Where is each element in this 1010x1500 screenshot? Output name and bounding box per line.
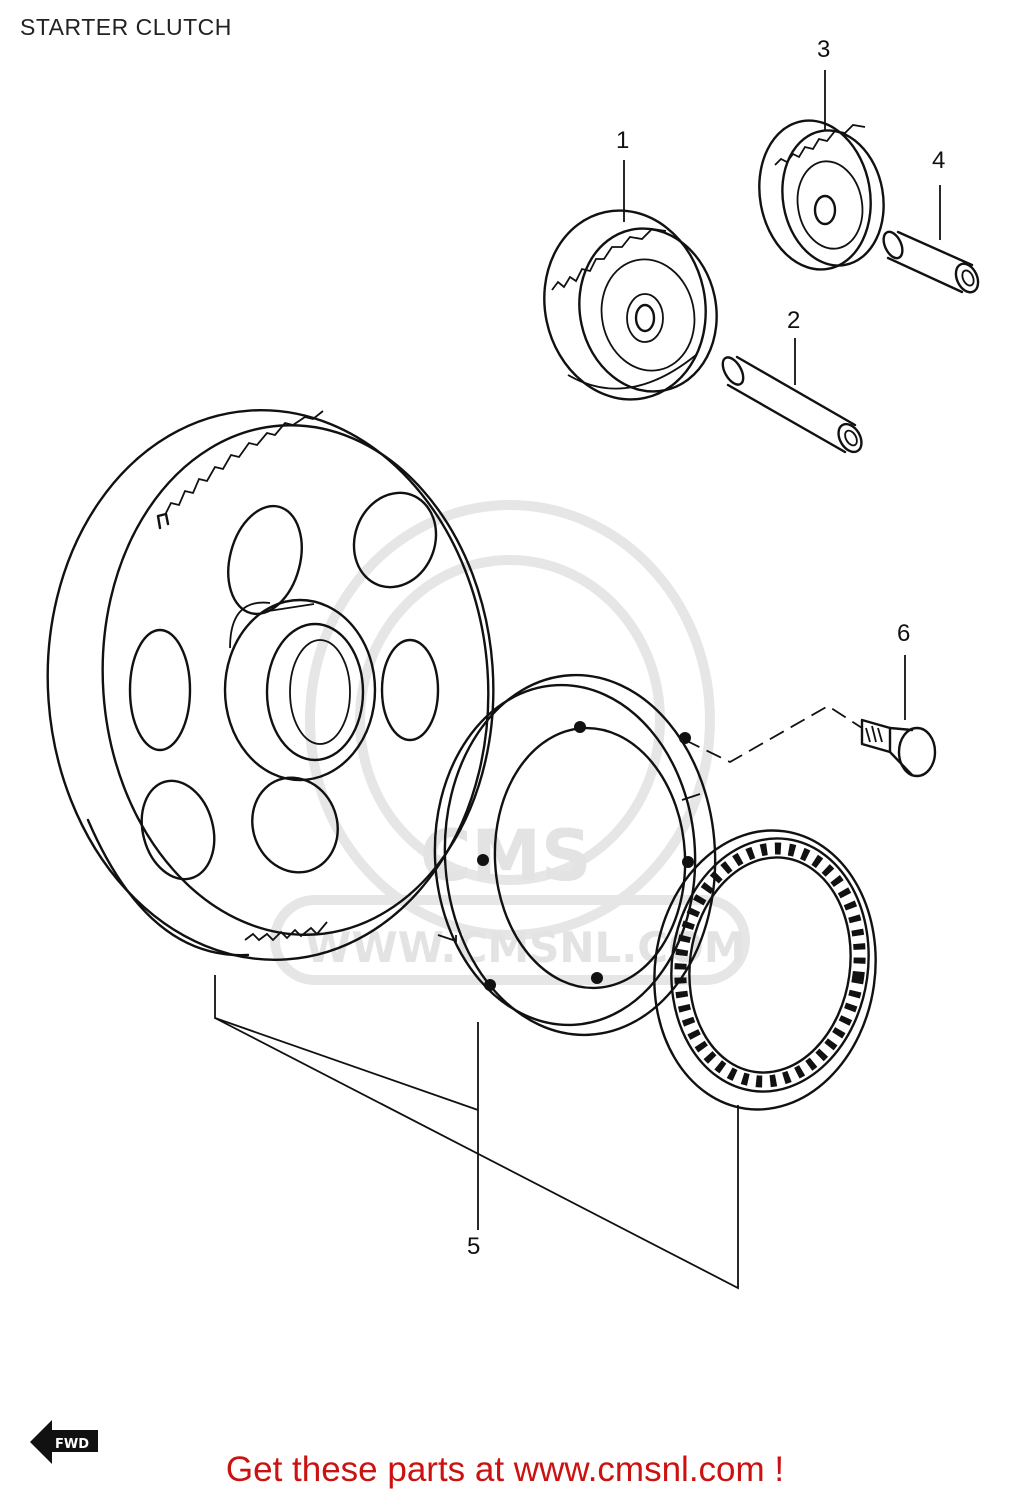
fwd-arrow-icon: FWD [30,1420,98,1464]
callout-6: 6 [897,620,911,647]
callout-2: 2 [787,307,801,334]
part-2-shaft [721,355,863,454]
leader-lines [214,70,941,1290]
part-3-idle-gear-2 [758,119,885,271]
watermark-brand: CMS [420,815,591,897]
part-4-shaft [882,230,980,294]
part-1-idle-gear [543,209,718,401]
diagram-title: STARTER CLUTCH [20,14,232,40]
watermark-logo: CMS WWW.CMSNL.COM [270,500,750,985]
part-5-one-way-clutch [653,829,877,1111]
callout-3: 3 [817,36,831,63]
footer-link[interactable]: Get these parts at www.cmsnl.com ! [225,1450,785,1489]
callout-1: 1 [616,127,630,154]
callout-4: 4 [932,147,946,174]
starter-driven-gear [46,409,495,961]
callout-5: 5 [467,1233,481,1260]
part-5-clutch-housing [433,673,717,1037]
fwd-label: FWD [55,1437,89,1452]
part-6-bolt [860,718,937,778]
